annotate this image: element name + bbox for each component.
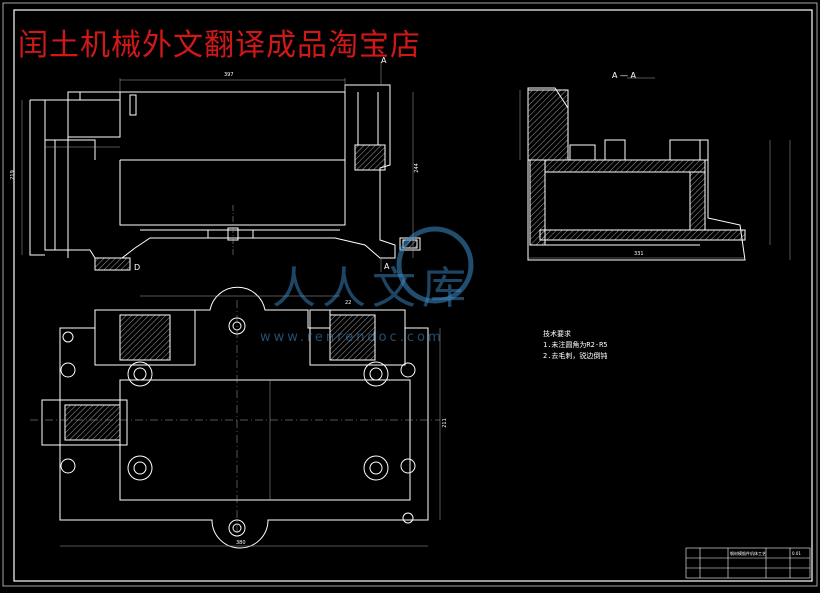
view-label-aa: A — A	[612, 71, 637, 80]
shop-watermark-title: 闰土机械外文翻译成品淘宝店	[18, 28, 421, 63]
cut-mark-a-bottom: A	[384, 262, 390, 271]
front-view-dimensions	[21, 62, 414, 272]
site-watermark-url: www.renrendoc.com	[260, 330, 444, 345]
title-block-drawing-name: 钢材模锻件机体工艺	[730, 551, 766, 556]
site-watermark-text: 人人文库	[272, 263, 472, 314]
front-view	[29, 84, 421, 271]
plan-view-centerlines	[30, 295, 441, 547]
plan-view	[41, 286, 429, 549]
tech-req-item-2: 2.去毛刺，锐边倒钝	[543, 352, 608, 360]
title-block-part-code: 0.01	[792, 551, 801, 556]
section-aa-view	[527, 87, 746, 261]
site-watermark-logo	[396, 226, 474, 304]
dim-left-height: 219	[9, 170, 16, 180]
dim-top-width: 397	[224, 72, 234, 78]
tech-req-item-1: 1.未注圆角为R2-R5	[543, 341, 608, 349]
dim-right-height: 244	[413, 163, 420, 173]
detail-label-d: D	[134, 263, 141, 272]
inner-border	[13, 9, 813, 582]
dim-plan-width: 380	[236, 540, 246, 546]
section-aa-dimensions	[519, 77, 791, 260]
dim-section-width: 331	[634, 251, 644, 257]
dim-small-22: 22	[345, 300, 352, 306]
tech-req-heading: 技术要求	[543, 330, 571, 338]
dim-plan-height: 211	[441, 418, 448, 428]
technical-requirements: 技术要求 1.未注圆角为R2-R5 2.去毛刺，锐边倒钝	[543, 329, 608, 362]
title-block	[685, 547, 811, 579]
cut-mark-a-top: A	[381, 56, 387, 65]
